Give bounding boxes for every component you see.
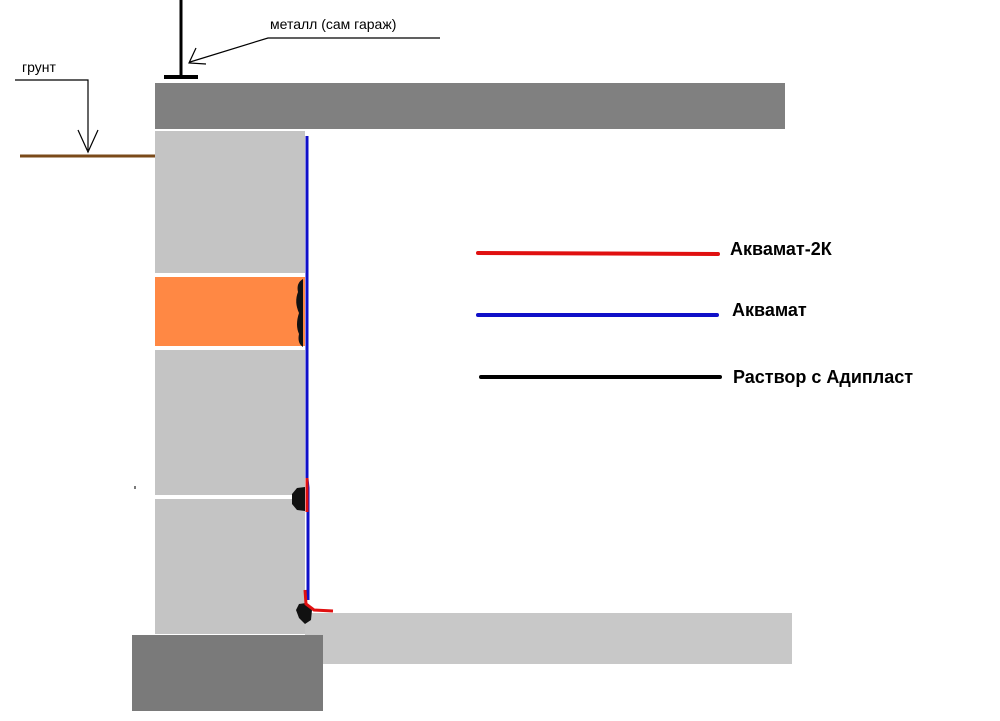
legend-swatch-aquamat-2k bbox=[476, 251, 720, 256]
wall-block-2 bbox=[155, 350, 305, 495]
legend-label-aquamat-2k: Аквамат-2К bbox=[730, 239, 833, 259]
wall-block-3 bbox=[155, 499, 305, 634]
wall-block-1 bbox=[155, 131, 305, 273]
ground-leader bbox=[15, 79, 89, 150]
mortar-patch-joint bbox=[292, 487, 305, 511]
wall-brick-row bbox=[155, 277, 305, 346]
aquamat-2k-corner bbox=[303, 589, 334, 613]
ground-label: грунт bbox=[22, 59, 56, 75]
speck bbox=[134, 486, 136, 489]
legend-label-mortar: Раствор с Адипласт bbox=[733, 367, 913, 387]
roof-slab bbox=[155, 83, 785, 129]
footing bbox=[132, 635, 323, 711]
metal-leader bbox=[189, 37, 440, 63]
aquamat-line bbox=[305, 136, 310, 600]
floor-slab bbox=[305, 613, 792, 664]
mortar-patch-corner bbox=[296, 603, 312, 624]
metal-arrowhead bbox=[188, 47, 207, 65]
legend: Аквамат-2К Аквамат Раствор с Адипласт bbox=[476, 239, 913, 387]
mortar-patch-brick bbox=[296, 279, 303, 347]
metal-label: металл (сам гараж) bbox=[270, 16, 396, 32]
ground-arrowhead bbox=[77, 129, 99, 154]
legend-label-aquamat: Аквамат bbox=[732, 300, 807, 320]
